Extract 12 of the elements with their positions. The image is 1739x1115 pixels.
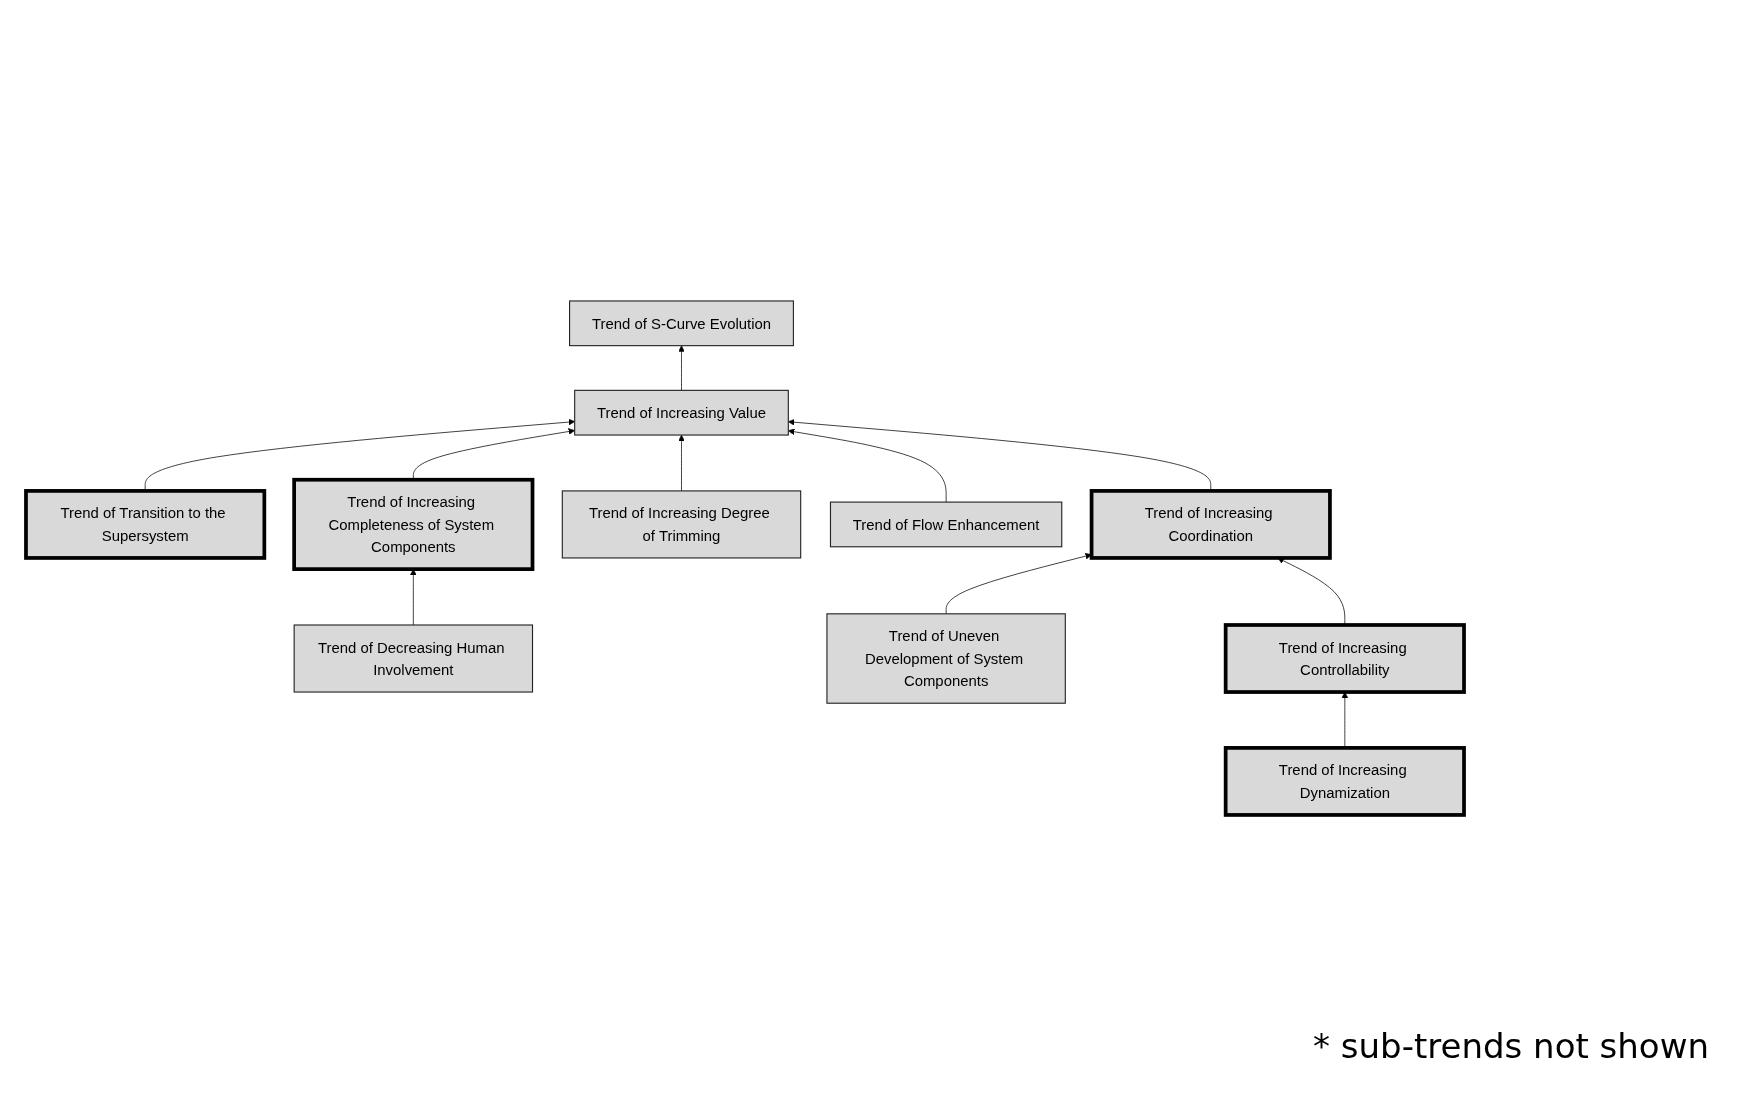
node-box: Trend of Flow Enhancement <box>829 501 1063 547</box>
node-box: Trend of Uneven Development of System Components <box>826 612 1066 704</box>
node-box: Trend of Decreasing Human Involvement <box>293 624 534 693</box>
node-box: Trend of S-Curve Evolution <box>569 299 794 346</box>
node-box: Trend of Transition to the Supersystem <box>24 488 267 560</box>
node-box: Trend of Increasing Controllability <box>1223 622 1466 694</box>
note-text: * sub-trends not shown <box>1313 1026 1709 1066</box>
node-box: Trend of Increasing Completeness of System Components <box>292 477 535 571</box>
node-box: Trend of Increasing Coordination <box>1089 488 1332 560</box>
node-box: Trend of Increasing Dynamization <box>1223 745 1466 817</box>
node-box: Trend of Increasing Degree of Trimming <box>561 489 802 559</box>
node-box: Trend of Increasing Value <box>574 389 789 436</box>
